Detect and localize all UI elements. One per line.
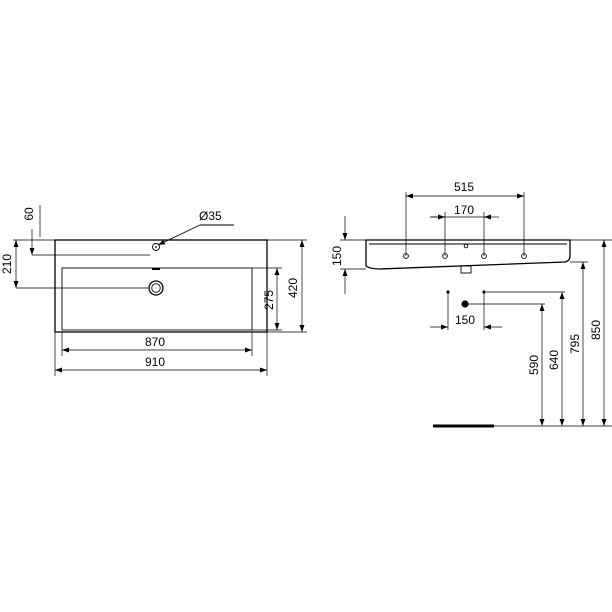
- dim-515: 515: [454, 180, 474, 194]
- dim-420: 420: [286, 278, 300, 298]
- dim-150-pipes: 150: [455, 313, 475, 327]
- tap-hole-side: [463, 243, 469, 249]
- dim-210: 210: [0, 254, 14, 274]
- dim-910: 910: [145, 355, 165, 369]
- dim-hole-diameter: Ø35: [199, 209, 222, 223]
- dim-275: 275: [262, 290, 276, 310]
- dim-150-rim: 150: [330, 246, 344, 266]
- dim-640: 640: [547, 350, 561, 370]
- dim-590: 590: [527, 355, 541, 375]
- dim-870: 870: [145, 335, 165, 349]
- dim-170: 170: [454, 203, 474, 217]
- dim-60: 60: [22, 207, 36, 221]
- tap-hole: [152, 243, 160, 251]
- top-view: 60 210 Ø35 275 420 870 910: [0, 205, 307, 376]
- tap-hole-center: [155, 246, 157, 248]
- dim-850: 850: [589, 320, 603, 340]
- basin-bowl: [61, 267, 253, 331]
- basin-profile: [365, 239, 571, 270]
- dim-795: 795: [568, 334, 582, 354]
- side-view: 150 515 170 150 590: [330, 180, 612, 428]
- overflow-mark: [152, 268, 160, 270]
- basin-outline: [54, 239, 268, 333]
- drain-inner: [151, 283, 161, 293]
- waste-point: [461, 300, 469, 308]
- drain-outer: [148, 280, 164, 296]
- drain-stub: [460, 265, 472, 274]
